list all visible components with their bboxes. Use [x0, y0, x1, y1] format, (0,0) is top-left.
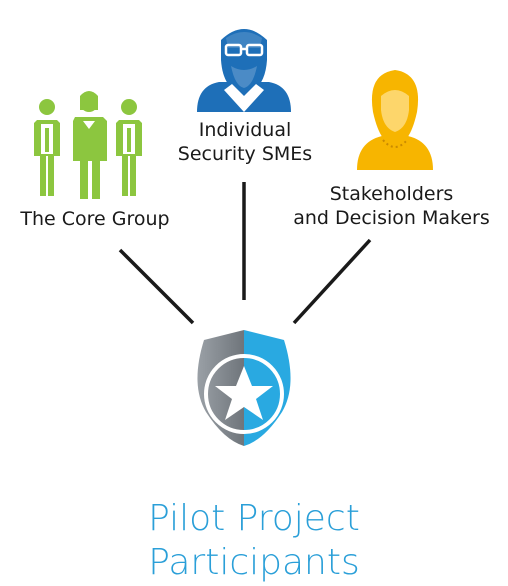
stakeholder-label-line2: and Decision Makers	[293, 207, 490, 229]
core-group-label: The Core Group	[20, 208, 170, 230]
stakeholder-icon	[357, 70, 433, 170]
stakeholder-label: Stakeholders and Decision Makers	[275, 182, 508, 230]
security-sme-label-line1: Individual	[198, 119, 292, 141]
core-group-icon	[34, 91, 142, 199]
security-sme-label: Individual Security SMEs	[170, 118, 320, 166]
pilot-badge-icon	[197, 330, 291, 446]
stakeholder-label-line1: Stakeholders	[329, 183, 454, 205]
title-line1: Pilot Project	[148, 498, 360, 539]
security-sme-label-line2: Security SMEs	[177, 143, 313, 165]
connector-core-group	[118, 248, 195, 325]
title-line2: Participants	[148, 542, 360, 583]
page-title: Pilot Project Participants	[0, 497, 508, 585]
connector-stakeholders	[292, 238, 372, 325]
security-sme-icon	[197, 29, 291, 112]
